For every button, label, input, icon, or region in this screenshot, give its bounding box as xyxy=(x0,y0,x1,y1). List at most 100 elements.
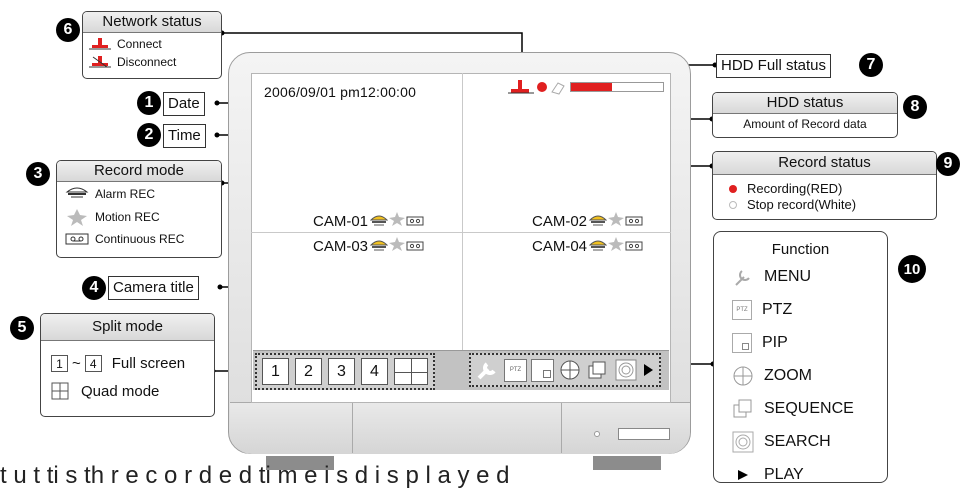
hdd-status-fill xyxy=(571,83,613,91)
ptz-text: PTZ xyxy=(509,367,522,373)
monitor-foot-left xyxy=(266,456,334,470)
pip-icon xyxy=(732,332,752,353)
motion-icon xyxy=(607,211,625,227)
continuous-icon xyxy=(406,240,424,252)
search-icon[interactable] xyxy=(614,358,638,382)
zoom-icon xyxy=(733,366,753,385)
function-title: Function xyxy=(771,241,830,258)
disconnect-icon xyxy=(89,56,111,68)
hdd-full-icon xyxy=(551,82,565,95)
function-search-item: SEARCH xyxy=(714,425,887,458)
camera-title-cam-04: CAM-04 xyxy=(532,236,643,256)
function-pip-label: PIP xyxy=(762,333,788,351)
menu-wrench-icon xyxy=(735,269,750,286)
time-label: Time xyxy=(163,124,206,148)
camera-title-label: Camera title xyxy=(108,276,199,300)
wrench-icon[interactable] xyxy=(476,358,500,382)
split-3-button[interactable]: 3 xyxy=(328,358,355,385)
sequence-icon[interactable] xyxy=(586,358,610,382)
ptz-icon: PTZ xyxy=(732,299,752,320)
continuous-rec-row: Continuous REC xyxy=(57,226,221,246)
hdd-status-desc: Amount of Record data xyxy=(743,117,867,131)
function-menu-label: MENU xyxy=(764,267,812,285)
function-buttons: PTZ xyxy=(469,353,661,387)
continuous-icon xyxy=(65,233,89,245)
camera-label: CAM-03 xyxy=(313,237,369,255)
split-mode-title: Split mode xyxy=(41,314,214,341)
zoom-icon[interactable] xyxy=(558,358,582,382)
callout-number-7: 7 xyxy=(859,53,883,77)
recording-row: Recording(RED) xyxy=(713,175,936,196)
record-status-title: Record status xyxy=(713,152,936,175)
monitor-lower-panel xyxy=(230,402,690,454)
callout-number-8: 8 xyxy=(903,95,927,119)
full-screen-label: Full screen xyxy=(111,355,186,372)
quad-divider-vertical xyxy=(462,73,463,351)
split-4-button[interactable]: 4 xyxy=(361,358,388,385)
alarm-icon xyxy=(65,187,89,198)
quad-mode-row: Quad mode xyxy=(41,372,214,400)
recording-status-dot xyxy=(537,82,547,92)
camera-label: CAM-01 xyxy=(313,212,369,230)
callout-number-10: 10 xyxy=(898,255,926,283)
callout-number-4: 4 xyxy=(82,276,106,300)
network-connect-row: Connect xyxy=(83,33,221,51)
alarm-rec-label: Alarm REC xyxy=(95,187,156,201)
full-screen-row: 1 ~ 4 Full screen xyxy=(41,341,214,372)
connect-icon xyxy=(89,38,111,50)
split-mode-buttons: 1 2 3 4 xyxy=(255,353,435,390)
function-sequence-label: SEQUENCE xyxy=(764,399,854,417)
key-4-icon: 4 xyxy=(84,355,102,372)
callout-number-1: 1 xyxy=(137,91,161,115)
hdd-status-bar xyxy=(570,82,664,92)
alarm-icon xyxy=(589,238,608,252)
power-led xyxy=(594,431,600,437)
callout-number-6: 6 xyxy=(56,18,80,42)
continuous-icon xyxy=(625,215,643,227)
split-2-button[interactable]: 2 xyxy=(295,358,322,385)
connect-label: Connect xyxy=(117,37,162,51)
ptz-button[interactable]: PTZ xyxy=(504,358,527,382)
motion-icon xyxy=(67,209,87,226)
pip-button[interactable] xyxy=(531,358,554,382)
bottom-caption-text: t u t ti s th r e c o r d e d ti m e i s… xyxy=(0,462,510,489)
screen-date: 2006/09/01 xyxy=(264,84,337,100)
network-connect-icon xyxy=(508,80,534,94)
quad-mode-button[interactable] xyxy=(394,358,428,385)
callout-number-5: 5 xyxy=(10,316,34,340)
alarm-rec-row: Alarm REC xyxy=(57,182,221,202)
alarm-icon xyxy=(589,213,608,227)
recording-label: Recording(RED) xyxy=(747,181,843,196)
callout-number-9: 9 xyxy=(936,152,960,176)
stop-record-label: Stop record(White) xyxy=(747,197,857,212)
disc-slot xyxy=(618,428,670,440)
split-1-button[interactable]: 1 xyxy=(262,358,289,385)
screen-datetime: 2006/09/01 pm12:00:00 xyxy=(264,84,416,100)
camera-title-cam-02: CAM-02 xyxy=(532,211,643,231)
record-status-panel: Record status Recording(RED) Stop record… xyxy=(712,151,937,220)
function-sequence-item: SEQUENCE xyxy=(714,392,887,425)
camera-record-icons xyxy=(589,236,643,256)
search-icon xyxy=(732,431,754,452)
camera-record-icons xyxy=(370,236,424,256)
motion-icon xyxy=(607,236,625,252)
alarm-icon xyxy=(370,213,389,227)
function-search-label: SEARCH xyxy=(764,432,831,450)
motion-icon xyxy=(388,236,406,252)
function-ptz-label: PTZ xyxy=(762,300,793,318)
hdd-status-panel: HDD status Amount of Record data xyxy=(712,92,898,138)
panel-divider xyxy=(352,403,353,453)
network-disconnect-row: Disconnect xyxy=(83,51,221,69)
function-ptz-item: PTZ PTZ xyxy=(714,293,887,326)
motion-rec-row: Motion REC xyxy=(57,202,221,226)
callout-number-2: 2 xyxy=(137,123,161,147)
split-mode-panel: Split mode 1 ~ 4 Full screen Quad mode xyxy=(40,313,215,417)
function-pip-item: PIP xyxy=(714,326,887,359)
function-zoom-label: ZOOM xyxy=(764,366,812,384)
continuous-icon xyxy=(625,240,643,252)
monitor-foot-right xyxy=(593,456,661,470)
play-icon[interactable] xyxy=(642,358,654,382)
function-menu-item: MENU xyxy=(714,260,887,293)
function-panel: Function MENU PTZ PTZ PIP ZOOM SEQUENCE … xyxy=(713,231,888,483)
stop-record-row: Stop record(White) xyxy=(713,196,936,212)
